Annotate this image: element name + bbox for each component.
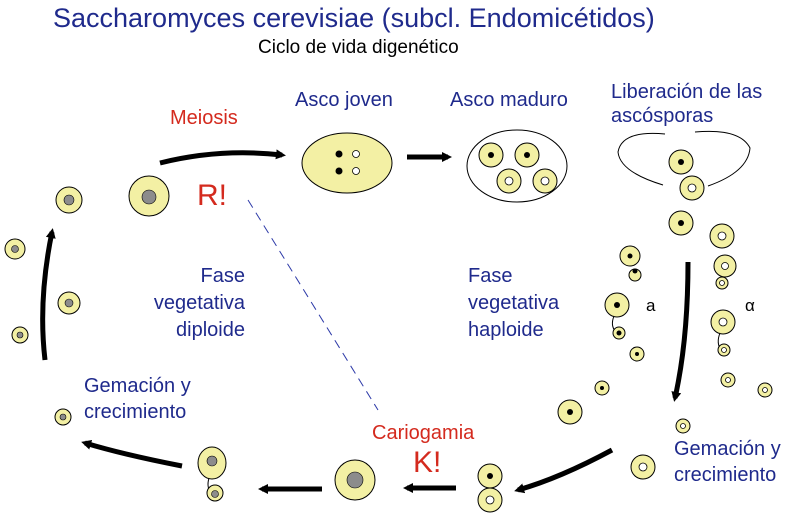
label-liberacion-line2: ascósporas: [611, 105, 714, 127]
arrow-to-cariogamia-right: [514, 447, 614, 494]
haploid-alpha-cells: [710, 254, 773, 398]
label-r-reduction: R!: [197, 179, 227, 212]
label-asco-maduro: Asco maduro: [450, 89, 568, 111]
label-fase-diploide-line2: vegetativa: [153, 292, 245, 314]
label-mating-type-alpha: α: [745, 296, 755, 315]
diagram-title: Saccharomyces cerevisiae (subcl. Endomic…: [53, 3, 655, 33]
arrow-meiosis: [159, 149, 286, 166]
ascus-released: [617, 130, 751, 249]
arrow-bottom-left: [81, 439, 183, 469]
label-fase-haploide-line1: Fase: [468, 265, 513, 287]
arrow-right-down: [671, 261, 691, 402]
label-gemacion-left-line2: crecimiento: [84, 401, 187, 423]
diploid-budding-bottom: [197, 446, 227, 502]
label-fase-haploide-line3: haploide: [468, 319, 544, 341]
haploid-scattered-cells: [557, 380, 691, 480]
arrow-left-up: [40, 228, 56, 361]
haploid-a-cells: [604, 245, 645, 362]
asco-joven: [301, 132, 393, 194]
label-k-karyogamy: K!: [413, 446, 442, 479]
label-gemacion-left-line1: Gemación y: [84, 375, 191, 397]
diagram-subtitle: Ciclo de vida digenético: [258, 37, 459, 58]
label-liberacion-line1: Liberación de las: [611, 81, 763, 103]
label-fase-diploide-line3: diploide: [176, 319, 245, 341]
label-gemacion-right-line1: Gemación y: [674, 438, 781, 460]
zygote: [334, 459, 376, 501]
diploid-cells-left: [4, 175, 170, 426]
label-mating-type-a: a: [646, 296, 656, 315]
label-fase-diploide-line1: Fase: [200, 265, 245, 287]
label-asco-joven: Asco joven: [295, 89, 393, 111]
label-fase-haploide-line2: vegetativa: [468, 292, 560, 314]
dashed-ploidy-line: [247, 199, 379, 411]
mating-pair: [477, 463, 503, 513]
label-gemacion-right-line2: crecimiento: [674, 464, 777, 486]
label-meiosis: Meiosis: [170, 107, 238, 129]
asco-maduro: [466, 129, 568, 203]
label-cariogamia: Cariogamia: [372, 422, 475, 444]
